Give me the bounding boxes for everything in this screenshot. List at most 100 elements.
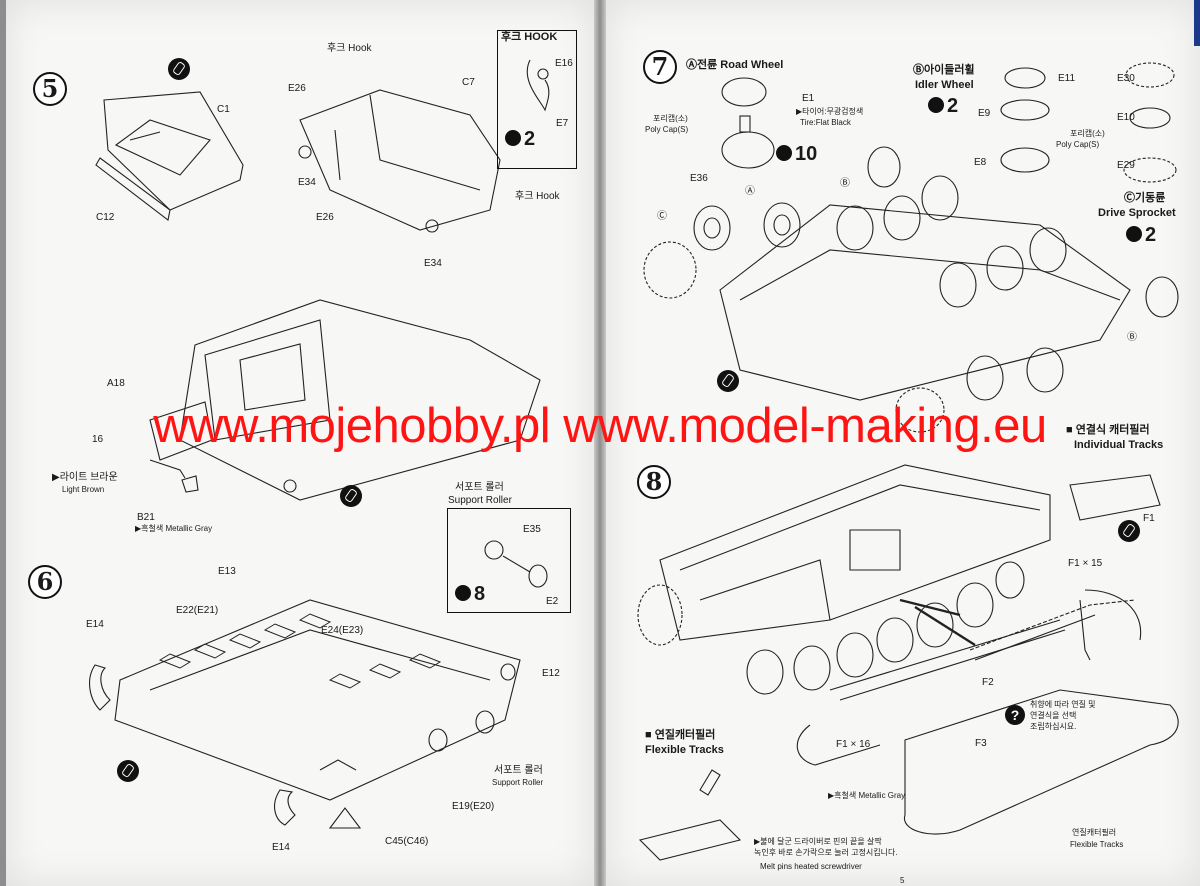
support-roller-quantity-value: 8 [474, 583, 486, 605]
part-label-e16: E16 [555, 58, 573, 69]
repeat-icon [1126, 225, 1142, 242]
flexible-tracks-title-en: Flexible Tracks [645, 744, 724, 756]
idler-wheel-title-ko: Ⓑ아이들러휠 [913, 64, 975, 76]
part-label-e36: E36 [690, 173, 708, 184]
step-7-number: 7 [643, 50, 677, 84]
hook-quantity: 2 [505, 128, 535, 150]
part-label-e26: E26 [316, 212, 334, 223]
idler-wheel-marker: Ⓑ [1127, 332, 1137, 343]
flexible-tracks-title-ko: ■ 연질캐터필러 [645, 729, 716, 741]
support-roller-label-en: Support Roller [492, 778, 544, 787]
part-label-e11: E11 [1058, 73, 1076, 84]
background-edge [1194, 0, 1200, 46]
repeat-icon [505, 129, 521, 146]
cement-glue-icon [1118, 520, 1140, 542]
part-label-c7: C7 [462, 77, 475, 88]
part-label-e30: E30 [1117, 73, 1135, 84]
part-label-e12: E12 [542, 668, 560, 679]
repeat-icon [776, 144, 792, 161]
road-wheel-title: Ⓐ전륜 Road Wheel [686, 59, 784, 71]
hook-detail-box [497, 30, 577, 169]
page-number: 5 [900, 876, 905, 885]
part-label-e24: E24(E23) [321, 625, 364, 636]
part-label-e7: E7 [556, 118, 569, 129]
hook-label: 후크 Hook [327, 43, 372, 54]
part-label-e34: E34 [424, 258, 442, 269]
drive-sprocket-quantity: 2 [1126, 224, 1156, 246]
support-roller-title-en: Support Roller [448, 495, 512, 506]
poly-cap-ko: 포리캡(소) [653, 114, 688, 123]
individual-tracks-title-en: Individual Tracks [1074, 439, 1164, 451]
idler-wheel-quantity: 2 [928, 95, 958, 117]
part-label-e22: E22(E21) [176, 605, 219, 616]
paint-light-brown: ▶라이트 브라운 [52, 472, 118, 483]
part-label-e8: E8 [974, 157, 987, 168]
poly-cap-en: Poly Cap(S) [1056, 140, 1100, 149]
melt-pins-instruction: 녹인후 바로 손가락으로 눌러 고정시킵니다. [754, 848, 898, 857]
track-choice-text: 조립하십시요. [1030, 722, 1077, 731]
part-label-c12: C12 [96, 212, 115, 223]
drive-sprocket-title-en: Drive Sprocket [1098, 207, 1176, 219]
part-label-e29: E29 [1117, 160, 1135, 171]
paint-metallic-gray: ▶흑철색 Metallic Gray [828, 791, 906, 800]
part-label-e14: E14 [86, 619, 104, 630]
part-label-f1-x16: F1 × 16 [836, 739, 871, 750]
idler-wheel-title-en: Idler Wheel [915, 79, 974, 91]
part-label-b21: B21 [137, 512, 155, 523]
help-icon: ? [1005, 705, 1025, 725]
part-label-f2: F2 [982, 677, 994, 688]
part-label-c45: C45(C46) [385, 836, 429, 847]
support-roller-title-ko: 서포트 롤러 [455, 482, 504, 493]
part-label-e1: E1 [802, 93, 815, 104]
part-label-a18: A18 [107, 378, 125, 389]
idler-wheel-marker: Ⓑ [840, 178, 850, 189]
part-label-f1-x15: F1 × 15 [1068, 558, 1103, 569]
road-wheel-marker: Ⓐ [745, 186, 755, 197]
part-label-e2: E2 [546, 596, 559, 607]
hook-box-title: 후크 HOOK [501, 31, 558, 43]
support-roller-quantity: 8 [455, 583, 485, 605]
paint-metallic-gray: ▶흑철색 Metallic Gray [135, 524, 213, 533]
hook-quantity-value: 2 [524, 128, 536, 150]
part-label-e9: E9 [978, 108, 991, 119]
part-label-f1: F1 [1143, 513, 1155, 524]
part-label-e35: E35 [523, 524, 541, 535]
individual-tracks-title-ko: ■ 연결식 캐터필러 [1066, 424, 1150, 436]
drive-sprocket-marker: Ⓒ [657, 211, 667, 222]
hook-label: 후크 Hook [515, 191, 560, 202]
flexible-tracks-label-ko: 연질캐터필러 [1072, 828, 1117, 837]
cement-glue-icon [117, 760, 139, 782]
support-roller-label-ko: 서포트 롤러 [494, 765, 543, 776]
step-6-number: 6 [28, 565, 62, 599]
support-roller-box [447, 508, 571, 613]
part-label-e34: E34 [298, 177, 316, 188]
drive-sprocket-quantity-value: 2 [1145, 224, 1157, 246]
repeat-icon [455, 584, 471, 601]
repeat-icon [928, 96, 944, 113]
book-spine [594, 0, 606, 886]
tire-paint-en: Tire:Flat Black [800, 118, 851, 127]
tire-paint-ko: ▶타이어:무광검정색 [796, 107, 864, 116]
drive-sprocket-title-ko: Ⓒ기동륜 [1124, 192, 1166, 204]
part-label-f3: F3 [975, 738, 987, 749]
no-cement-icon [717, 370, 739, 392]
cement-glue-icon [168, 58, 190, 80]
step-8-number: 8 [637, 465, 671, 499]
melt-pins-instruction: ▶불에 달군 드라이버로 핀의 끝을 살짝 [754, 837, 882, 846]
part-label-e14: E14 [272, 842, 290, 853]
poly-cap-ko: 포리캡(소) [1070, 129, 1105, 138]
right-page [606, 0, 1200, 886]
road-wheel-quantity: 10 [776, 143, 817, 165]
part-label-c1: C1 [217, 104, 230, 115]
road-wheel-quantity-value: 10 [795, 143, 818, 165]
part-label-e26: E26 [288, 83, 306, 94]
poly-cap-en: Poly Cap(S) [645, 125, 689, 134]
part-label-e19: E19(E20) [452, 801, 495, 812]
track-choice-text: 연결식을 선택 [1030, 711, 1077, 720]
melt-pins-instruction-en: Melt pins heated screwdriver [760, 862, 862, 871]
flexible-tracks-label-en: Flexible Tracks [1070, 840, 1124, 849]
part-label-e13: E13 [218, 566, 236, 577]
track-choice-text: 취향에 따라 연질 및 [1030, 700, 1096, 709]
idler-wheel-quantity-value: 2 [947, 95, 959, 117]
